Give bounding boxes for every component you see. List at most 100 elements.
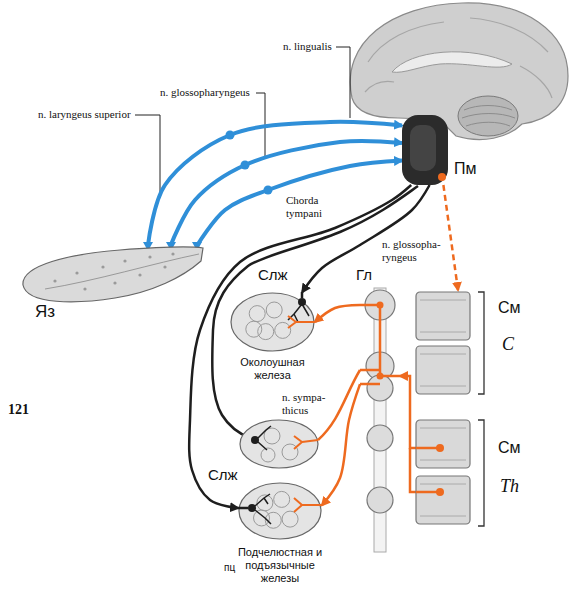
node-heading: См — [498, 438, 521, 457]
node-heading: Гл — [356, 266, 372, 284]
postganglionic-fiber — [315, 305, 360, 322]
gland-lobule — [254, 510, 270, 526]
salivary-gland-shape — [230, 292, 315, 352]
lateral-horn-cell — [436, 444, 444, 452]
part-label: n. glossopha- ryngeus — [382, 238, 452, 264]
brainstem-nucleus — [410, 125, 436, 171]
node-heading: Пм — [454, 159, 477, 178]
salivary-gland: СлжОколоушная железа — [230, 292, 315, 352]
papilla — [101, 265, 104, 268]
papilla — [123, 259, 126, 262]
secretory-neuron — [255, 494, 271, 524]
salivary-gland — [240, 420, 318, 468]
papilla — [138, 273, 141, 276]
sympathetic-ending — [294, 498, 322, 512]
brain-gyrus — [520, 66, 552, 98]
papilla — [113, 281, 116, 284]
brain-gyrus — [365, 81, 394, 92]
leader-line — [135, 115, 160, 198]
papilla — [53, 279, 56, 282]
tongue-outline — [23, 247, 203, 302]
part-label: n. laryngeus superior — [38, 108, 131, 121]
segment — [416, 476, 470, 524]
gland-outline — [231, 293, 314, 351]
tongue-groove — [45, 254, 199, 289]
node-caption: Th — [500, 476, 519, 498]
segment — [416, 292, 470, 340]
ganglion-cell — [377, 373, 384, 380]
ganglion — [367, 487, 393, 513]
node-heading: Яз — [35, 302, 55, 322]
page-number: 121 — [8, 402, 29, 419]
node-caption: Подчелюстная и подъязычные железы — [232, 546, 328, 586]
secretory-nerve — [212, 186, 418, 438]
medulla-shape — [402, 115, 448, 185]
gland-lobule — [261, 448, 275, 462]
segment — [416, 420, 470, 468]
papilla — [75, 271, 78, 274]
sympathetic-trunk-shape — [360, 288, 400, 552]
segment-line — [420, 300, 466, 332]
corpus-callosum — [392, 52, 512, 73]
brainstem — [402, 115, 448, 185]
node-caption: Околоушная железа — [230, 356, 315, 382]
brain — [350, 3, 568, 140]
brain-gyrus — [470, 18, 548, 52]
sympathetic-fiber — [360, 305, 400, 384]
gland-lobule — [275, 322, 291, 338]
gland-lobule — [246, 321, 262, 337]
descending-path — [443, 185, 458, 290]
afferent-fiber — [197, 161, 402, 246]
segment-line — [420, 484, 466, 516]
salivary-gland-shape — [238, 482, 322, 540]
node-caption: C — [502, 334, 514, 356]
gland-outline — [239, 483, 321, 539]
secretory-neuron — [258, 426, 271, 450]
node-heading: Слж — [258, 266, 288, 284]
tongue: Яз — [15, 245, 205, 327]
bracket — [478, 420, 484, 526]
part-label: Chorda tympani — [286, 194, 331, 220]
sympathetic-trunk: Гл — [360, 288, 400, 552]
afferent-fiber — [148, 122, 402, 245]
papilla — [83, 287, 86, 290]
sympathetic-fiber — [410, 448, 416, 492]
segment — [416, 346, 470, 394]
spinal-segment: СмC — [416, 290, 541, 398]
ganglion — [367, 425, 393, 451]
cerebellum — [458, 96, 518, 136]
part-label: пц — [224, 562, 235, 574]
papilla — [171, 252, 174, 255]
postganglionic-fiber — [322, 384, 360, 505]
node-heading: См — [498, 298, 521, 317]
part-label: n. sympa- thicus — [282, 391, 334, 417]
preganglionic-fiber — [400, 376, 416, 448]
part-label: n. glossopharyngeus — [160, 86, 250, 99]
spinal-segment: СмTh — [416, 418, 541, 530]
secretory-neuron — [238, 507, 248, 510]
lateral-horn-cell — [436, 488, 444, 496]
papilla — [163, 265, 166, 268]
afferent-fiber — [171, 141, 402, 245]
papilla — [148, 255, 151, 258]
sympathetic-ending — [288, 316, 315, 328]
spinal-segment-shape — [416, 290, 541, 398]
cerebellum-folia — [462, 106, 515, 127]
medulla: Пм — [402, 115, 448, 185]
gland-lobule — [266, 302, 282, 318]
node-heading: Слж — [208, 466, 238, 484]
secretory-neuron — [301, 292, 304, 298]
gland-lobule — [274, 491, 290, 507]
gland-lobule — [282, 511, 298, 527]
sympathetic-ending — [294, 436, 318, 449]
spinal-segment-shape — [416, 418, 541, 530]
salivary-gland: СлжПодчелюстная и подъязычные железы — [238, 482, 322, 540]
bracket — [478, 292, 484, 394]
gland-lobule — [249, 306, 265, 322]
gland-lobule — [258, 324, 274, 340]
ganglion-cell — [377, 302, 384, 309]
part-label: n. lingualis — [283, 40, 332, 53]
leader-line — [336, 47, 350, 118]
segment-line — [420, 354, 466, 386]
sympathetic-center — [438, 173, 446, 181]
